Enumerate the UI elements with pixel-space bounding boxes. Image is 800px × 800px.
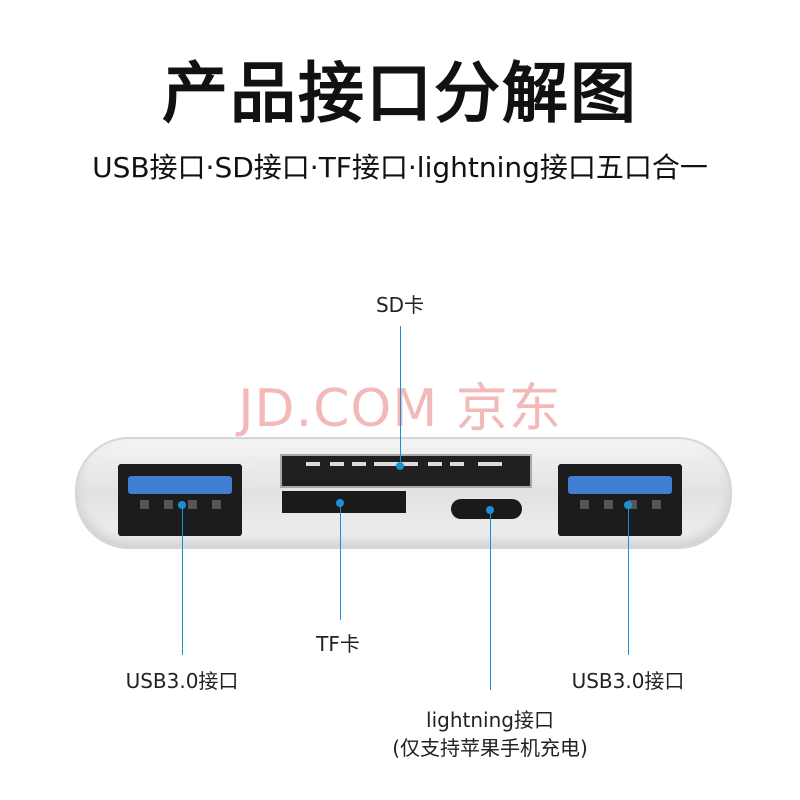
lightning-callout-line: [490, 510, 491, 690]
lightning-label: lightning接口: [426, 708, 554, 732]
usb-port-left: [118, 464, 242, 536]
usb-left-callout-line: [182, 505, 183, 655]
sd-callout-line: [400, 326, 401, 466]
tf-callout-line: [340, 503, 341, 620]
sd-card-slot: [280, 454, 532, 488]
tf-callout-dot: [336, 499, 344, 507]
usb-port-right: [558, 464, 682, 536]
usb-right-label: USB3.0接口: [571, 669, 685, 693]
tf-label: TF卡: [316, 632, 360, 656]
usb-left-label: USB3.0接口: [125, 669, 239, 693]
watermark: JD.COM 京东: [238, 379, 562, 439]
subtitle: USB接口·SD接口·TF接口·lightning接口五口合一: [92, 151, 708, 184]
usb-right-callout-line: [628, 505, 629, 655]
usb-left-callout-dot: [178, 501, 186, 509]
usb-right-callout-dot: [624, 501, 632, 509]
sd-callout-dot: [396, 462, 404, 470]
tf-card-slot: [282, 491, 406, 513]
lightning-callout-dot: [486, 506, 494, 514]
page-title: 产品接口分解图: [162, 55, 638, 132]
sd-label: SD卡: [375, 293, 425, 317]
lightning-note: (仅支持苹果手机充电): [392, 736, 588, 760]
